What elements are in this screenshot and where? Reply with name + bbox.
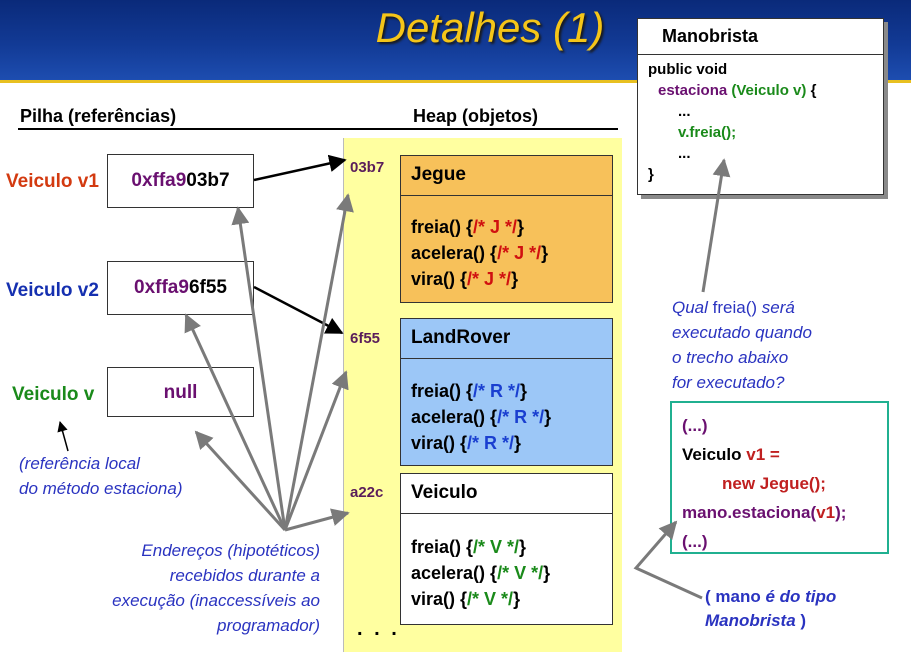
- address-note: Endereços (hipotéticos) recebidos durant…: [90, 538, 320, 638]
- var-label-v2: Veiculo v2: [6, 280, 99, 301]
- heap-header: Heap (objetos): [413, 106, 539, 126]
- heap-addr-03b7: 03b7: [350, 159, 385, 176]
- heap-object-veiculo: Veiculo freia() {/* V */} acelera() {/* …: [400, 473, 613, 625]
- address-arrow-3: [194, 430, 287, 532]
- question-line-3: o trecho abaixo: [672, 348, 789, 367]
- code-line-5: ...: [678, 145, 691, 162]
- ref-null-value: null: [163, 382, 198, 403]
- address-note-line-1: Endereços (hipotéticos): [141, 541, 320, 560]
- question-line-4: for executado?: [672, 373, 785, 392]
- methods-veiculo: freia() {/* V */} acelera() {/* V */} vi…: [411, 534, 550, 612]
- method-vira-jegue: vira() {/* J */}: [411, 269, 519, 289]
- ref-box-v1: 0xffa903b7: [107, 154, 254, 208]
- pointer-arrow-v2: [253, 285, 344, 335]
- code-line-6: }: [648, 166, 654, 183]
- method-acelera-landrover: acelera() {/* R */}: [411, 407, 552, 427]
- address-note-line-3: execução (inaccessíveis ao: [112, 591, 320, 610]
- snippet-line-5: (...): [682, 532, 708, 551]
- mano-note-line-1: ( mano é do tipo: [705, 587, 837, 606]
- stack-header: Pilha (referências): [20, 106, 177, 126]
- object-name-veiculo: Veiculo: [401, 474, 612, 514]
- methods-landrover: freia() {/* R */} acelera() {/* R */} vi…: [411, 378, 551, 456]
- ref-box-v2: 0xffa96f55: [107, 261, 254, 315]
- question-arrow: [701, 158, 731, 293]
- mano-type-note: ( mano é do tipo Manobrista ): [705, 585, 836, 633]
- code-snippet-box: (...) Veiculo v1 = new Jegue(); mano.est…: [670, 401, 889, 554]
- heap-ellipsis: . . .: [357, 618, 400, 640]
- var-label-v1: Veiculo v1: [6, 171, 99, 192]
- method-acelera-jegue: acelera() {/* J */}: [411, 243, 549, 263]
- object-name-jegue: Jegue: [401, 156, 612, 196]
- snippet-line-4: mano.estaciona(v1);: [682, 503, 847, 522]
- ref-prefix-v1: 0xffa9: [131, 170, 187, 191]
- heap-addr-a22c: a22c: [350, 484, 384, 501]
- question-line-1: Qual freia() será: [672, 298, 795, 317]
- code-snippet: (...) Veiculo v1 = new Jegue(); mano.est…: [682, 411, 846, 556]
- address-note-line-4: programador): [217, 616, 320, 635]
- local-note-arrow: [57, 420, 69, 452]
- method-acelera-veiculo: acelera() {/* V */}: [411, 563, 551, 583]
- address-arrow-1: [231, 206, 287, 531]
- pointer-arrow-v1: [253, 154, 347, 182]
- question-text: Qual freia() será executado quando o tre…: [672, 295, 812, 395]
- ref-suffix-v2: 6f55: [188, 277, 227, 298]
- heap-object-landrover: LandRover freia() {/* R */} acelera() {/…: [400, 318, 613, 466]
- address-note-line-2: recebidos durante a: [169, 566, 320, 585]
- slide-title: Detalhes (1): [375, 4, 605, 51]
- code-line-3: ...: [678, 103, 691, 120]
- manobrista-code: public void estaciona (Veiculo v) { ... …: [648, 59, 816, 185]
- method-freia-jegue: freia() {/* J */}: [411, 217, 525, 237]
- address-arrow-6: [284, 508, 350, 532]
- ref-suffix-v1: 03b7: [186, 170, 230, 191]
- address-arrow-4: [283, 193, 354, 531]
- methods-jegue: freia() {/* J */} acelera() {/* J */} vi…: [411, 214, 548, 292]
- ref-prefix-v2: 0xffa9: [134, 277, 189, 298]
- local-note-line-2: do método estaciona): [19, 479, 183, 498]
- code-line-1: public void: [648, 61, 728, 78]
- banner-divider: [0, 80, 911, 83]
- manobrista-title: Manobrista: [638, 19, 883, 55]
- method-vira-landrover: vira() {/* R */}: [411, 433, 522, 453]
- address-arrow-2: [184, 313, 287, 531]
- snippet-line-2: Veiculo v1 =: [682, 445, 780, 464]
- snippet-line-3: new Jegue();: [722, 474, 826, 493]
- heap-addr-6f55: 6f55: [350, 330, 381, 347]
- question-line-2: executado quando: [672, 323, 812, 342]
- code-line-2: estaciona (Veiculo v) {: [658, 82, 817, 99]
- local-note-line-1: (referência local: [19, 454, 140, 473]
- method-freia-landrover: freia() {/* R */}: [411, 381, 528, 401]
- code-line-4: v.freia();: [678, 124, 737, 141]
- address-arrow-5: [283, 370, 349, 531]
- mano-note-line-2: Manobrista ): [705, 611, 807, 630]
- method-vira-veiculo: vira() {/* V */}: [411, 589, 521, 609]
- var-label-v: Veiculo v: [12, 384, 95, 405]
- object-name-landrover: LandRover: [401, 319, 612, 359]
- method-freia-veiculo: freia() {/* V */}: [411, 537, 527, 557]
- local-ref-note: (referência local do método estaciona): [19, 451, 183, 501]
- mano-note-arrow: [633, 520, 703, 600]
- header-underline: [18, 128, 618, 130]
- snippet-line-1: (...): [682, 416, 708, 435]
- heap-object-jegue: Jegue freia() {/* J */} acelera() {/* J …: [400, 155, 613, 303]
- manobrista-class-box: Manobrista public void estaciona (Veicul…: [637, 18, 884, 195]
